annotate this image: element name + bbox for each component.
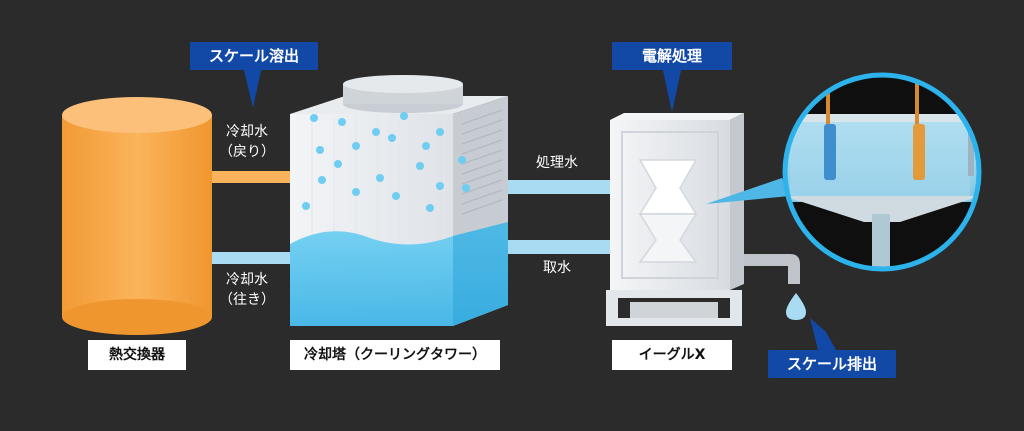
- intake-pipe: [495, 240, 611, 254]
- callout-scale-dissolve: スケール溶出: [190, 42, 318, 70]
- drain-pipe: [732, 254, 800, 284]
- callout-pointer-dissolve: [243, 66, 262, 108]
- return-pipe: [198, 171, 290, 183]
- treated-water-pipe: [495, 180, 611, 194]
- label-supply-water: 冷却水 （往き）: [212, 270, 282, 310]
- label-intake-water: 取水: [543, 260, 571, 276]
- callout-scale-discharge: スケール排出: [768, 350, 896, 378]
- heat-exchanger-tank: [62, 97, 212, 335]
- label-treated-water: 処理水: [536, 155, 578, 171]
- label-return-line2: （戻り）: [219, 144, 275, 160]
- label-supply-line2: （往き）: [219, 292, 275, 308]
- pipes: [198, 171, 800, 284]
- cooling-tower: [290, 75, 508, 326]
- caption-heat-exchanger: 熱交換器: [88, 340, 186, 370]
- scale-particles: [302, 112, 470, 212]
- caption-eagle-x: イーグルX: [612, 340, 732, 370]
- callout-electrolysis: 電解処理: [612, 42, 732, 70]
- label-return-water: 冷却水 （戻り）: [212, 122, 282, 162]
- caption-cooling-tower: 冷却塔（クーリングタワー）: [290, 340, 500, 370]
- label-return-line1: 冷却水: [226, 124, 268, 140]
- zoom-connector: [706, 178, 790, 204]
- supply-pipe: [198, 252, 290, 264]
- electrolysis-zoom-circle: [782, 72, 982, 272]
- label-supply-line1: 冷却水: [226, 272, 268, 288]
- eagle-x-unit: [606, 113, 744, 326]
- callout-pointer-electrolysis: [662, 66, 682, 112]
- water-drop: [786, 293, 806, 320]
- callout-pointer-discharge: [810, 318, 836, 350]
